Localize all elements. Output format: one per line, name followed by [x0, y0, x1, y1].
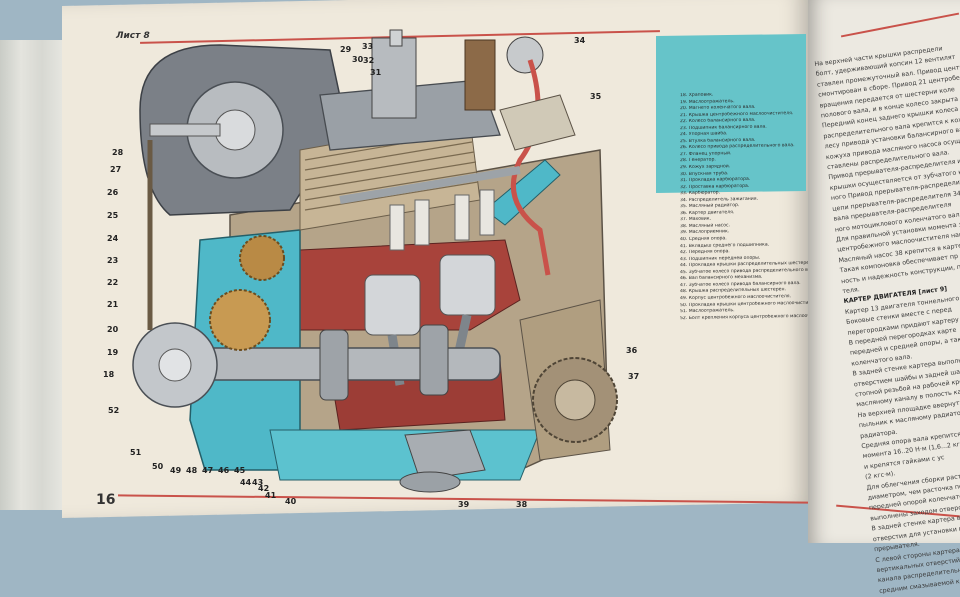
- callout-48: 48: [186, 466, 198, 475]
- crank-web-1: [319, 329, 349, 401]
- callout-18: 18: [103, 370, 115, 379]
- flywheel-center: [554, 379, 596, 421]
- callout-52: 52: [108, 406, 120, 415]
- oil-pump: [404, 429, 486, 481]
- right-page: [808, 0, 960, 543]
- callout-27: 27: [110, 165, 122, 174]
- distributor-cap: [506, 36, 544, 74]
- callout-46: 46: [218, 466, 230, 475]
- callout-44: 44: [240, 478, 252, 487]
- crankshaft: [199, 347, 501, 381]
- callout-21: 21: [107, 300, 119, 309]
- callout-32: 32: [363, 56, 375, 65]
- page-stack-edge: [0, 40, 70, 510]
- carburetor-neck: [389, 29, 403, 47]
- distributor: [464, 39, 496, 111]
- callout-39: 39: [458, 500, 470, 509]
- crank-web-2: [419, 324, 449, 396]
- cyan-cut-bottom: [269, 429, 541, 481]
- callout-22: 22: [107, 278, 119, 287]
- rocker-arms: [339, 166, 521, 204]
- callout-34: 34: [574, 36, 586, 45]
- carburetor: [371, 37, 417, 119]
- callout-37: 37: [628, 372, 640, 381]
- callout-50: 50: [152, 462, 164, 471]
- oil-pickup: [399, 471, 461, 493]
- callout-36: 36: [626, 346, 638, 355]
- callout-33: 33: [362, 42, 374, 51]
- sheet-label: Лист 8: [116, 31, 150, 41]
- oil-cooler: [499, 94, 576, 151]
- callout-26: 26: [107, 188, 119, 197]
- callout-49: 49: [170, 466, 182, 475]
- generator-hub: [214, 109, 256, 151]
- engine-cutaway-illustration: [132, 29, 618, 493]
- callout-43: 43: [252, 478, 264, 487]
- timing-gear-small: [239, 235, 285, 281]
- callout-41: 41: [265, 491, 277, 500]
- callout-29: 29: [340, 45, 352, 54]
- callout-19: 19: [107, 348, 119, 357]
- oil-line-pipe: [510, 59, 551, 276]
- callout-24: 24: [107, 234, 119, 243]
- generator-shaft: [149, 123, 221, 137]
- page-number: 16: [96, 492, 116, 508]
- callout-31: 31: [370, 68, 382, 77]
- callout-30: 30: [352, 55, 364, 64]
- callout-51: 51: [130, 448, 142, 457]
- pistons: [364, 254, 496, 336]
- oil-cleaner-hub: [158, 348, 192, 382]
- fin-lines: [304, 131, 479, 211]
- callout-42: 42: [258, 484, 270, 493]
- callout-25: 25: [107, 211, 119, 220]
- cyan-cut-right: [484, 159, 561, 226]
- callout-40: 40: [285, 497, 297, 506]
- callout-23: 23: [107, 256, 119, 265]
- callout-35: 35: [590, 92, 602, 101]
- callout-28: 28: [112, 148, 124, 157]
- callout-20: 20: [107, 325, 119, 334]
- callout-47: 47: [202, 466, 214, 475]
- timing-gear-large: [209, 289, 271, 351]
- callout-38: 38: [516, 500, 528, 509]
- callout-45: 45: [234, 466, 246, 475]
- valve-springs: [389, 189, 495, 251]
